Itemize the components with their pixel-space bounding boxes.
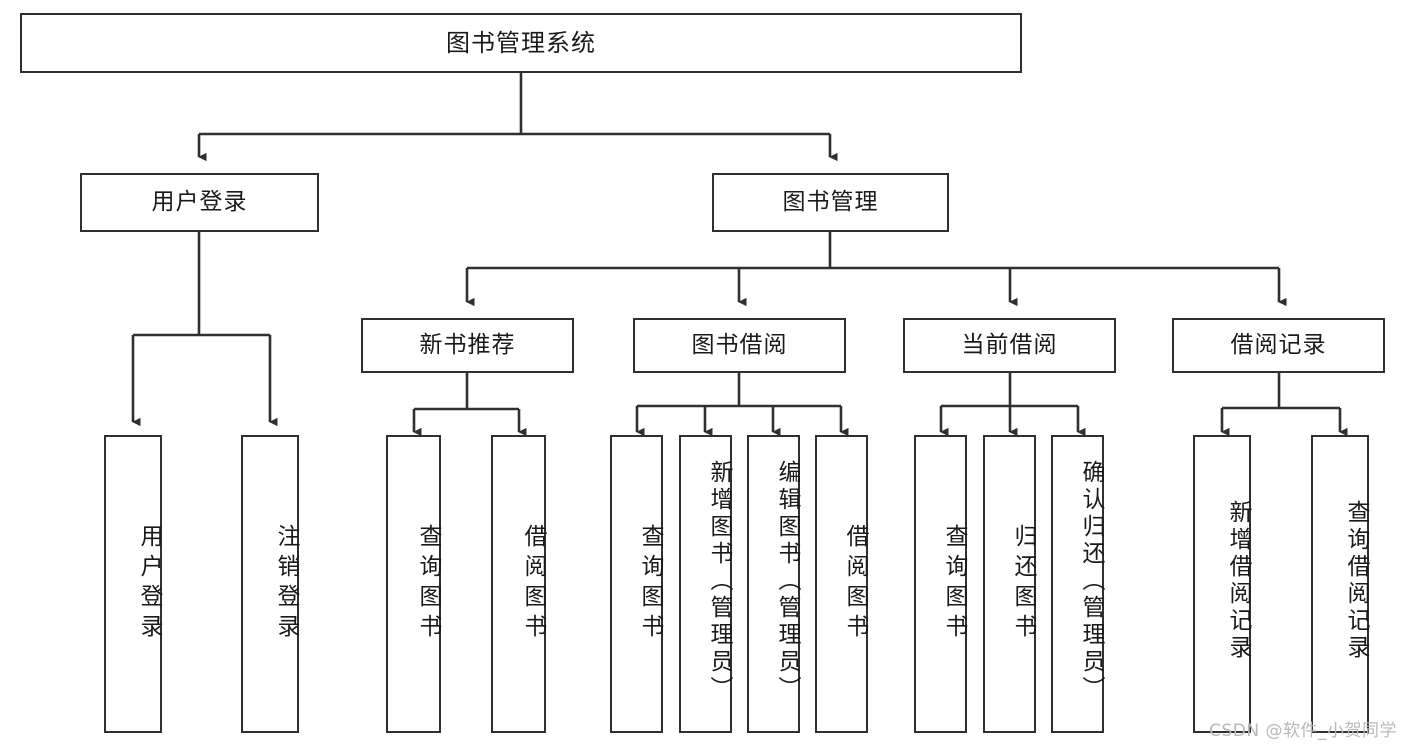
node-current-borrow[interactable]: 当前借阅 <box>903 318 1116 373</box>
node-book-manage[interactable]: 图书管理 <box>712 173 949 232</box>
node-book-borrow[interactable]: 图书借阅 <box>633 318 846 373</box>
csdn-watermark: CSDN @软件_小贺同学 <box>1209 721 1397 741</box>
leaf-edit-book-admin[interactable]: 编辑图书（管理员） <box>747 435 800 733</box>
node-new-book-recommend[interactable]: 新书推荐 <box>361 318 574 373</box>
node-user-login[interactable]: 用户登录 <box>80 173 319 232</box>
leaf-borrow-book-recommend[interactable]: 借阅图书 <box>491 435 546 733</box>
leaf-add-borrow-record[interactable]: 新增借阅记录 <box>1193 435 1251 733</box>
leaf-query-book-recommend[interactable]: 查询图书 <box>386 435 441 733</box>
leaf-query-borrow-record[interactable]: 查询借阅记录 <box>1311 435 1369 733</box>
leaf-add-book-admin[interactable]: 新增图书（管理员） <box>679 435 732 733</box>
leaf-query-book-current[interactable]: 查询图书 <box>914 435 967 733</box>
leaf-query-book-borrow[interactable]: 查询图书 <box>610 435 663 733</box>
leaf-confirm-return-admin[interactable]: 确认归还（管理员） <box>1051 435 1104 733</box>
leaf-user-logout[interactable]: 注销登录 <box>241 435 299 733</box>
leaf-borrow-book-borrow[interactable]: 借阅图书 <box>815 435 868 733</box>
node-borrow-record[interactable]: 借阅记录 <box>1172 318 1385 373</box>
leaf-return-book[interactable]: 归还图书 <box>983 435 1036 733</box>
leaf-user-login[interactable]: 用户登录 <box>104 435 162 733</box>
node-root[interactable]: 图书管理系统 <box>20 13 1022 73</box>
